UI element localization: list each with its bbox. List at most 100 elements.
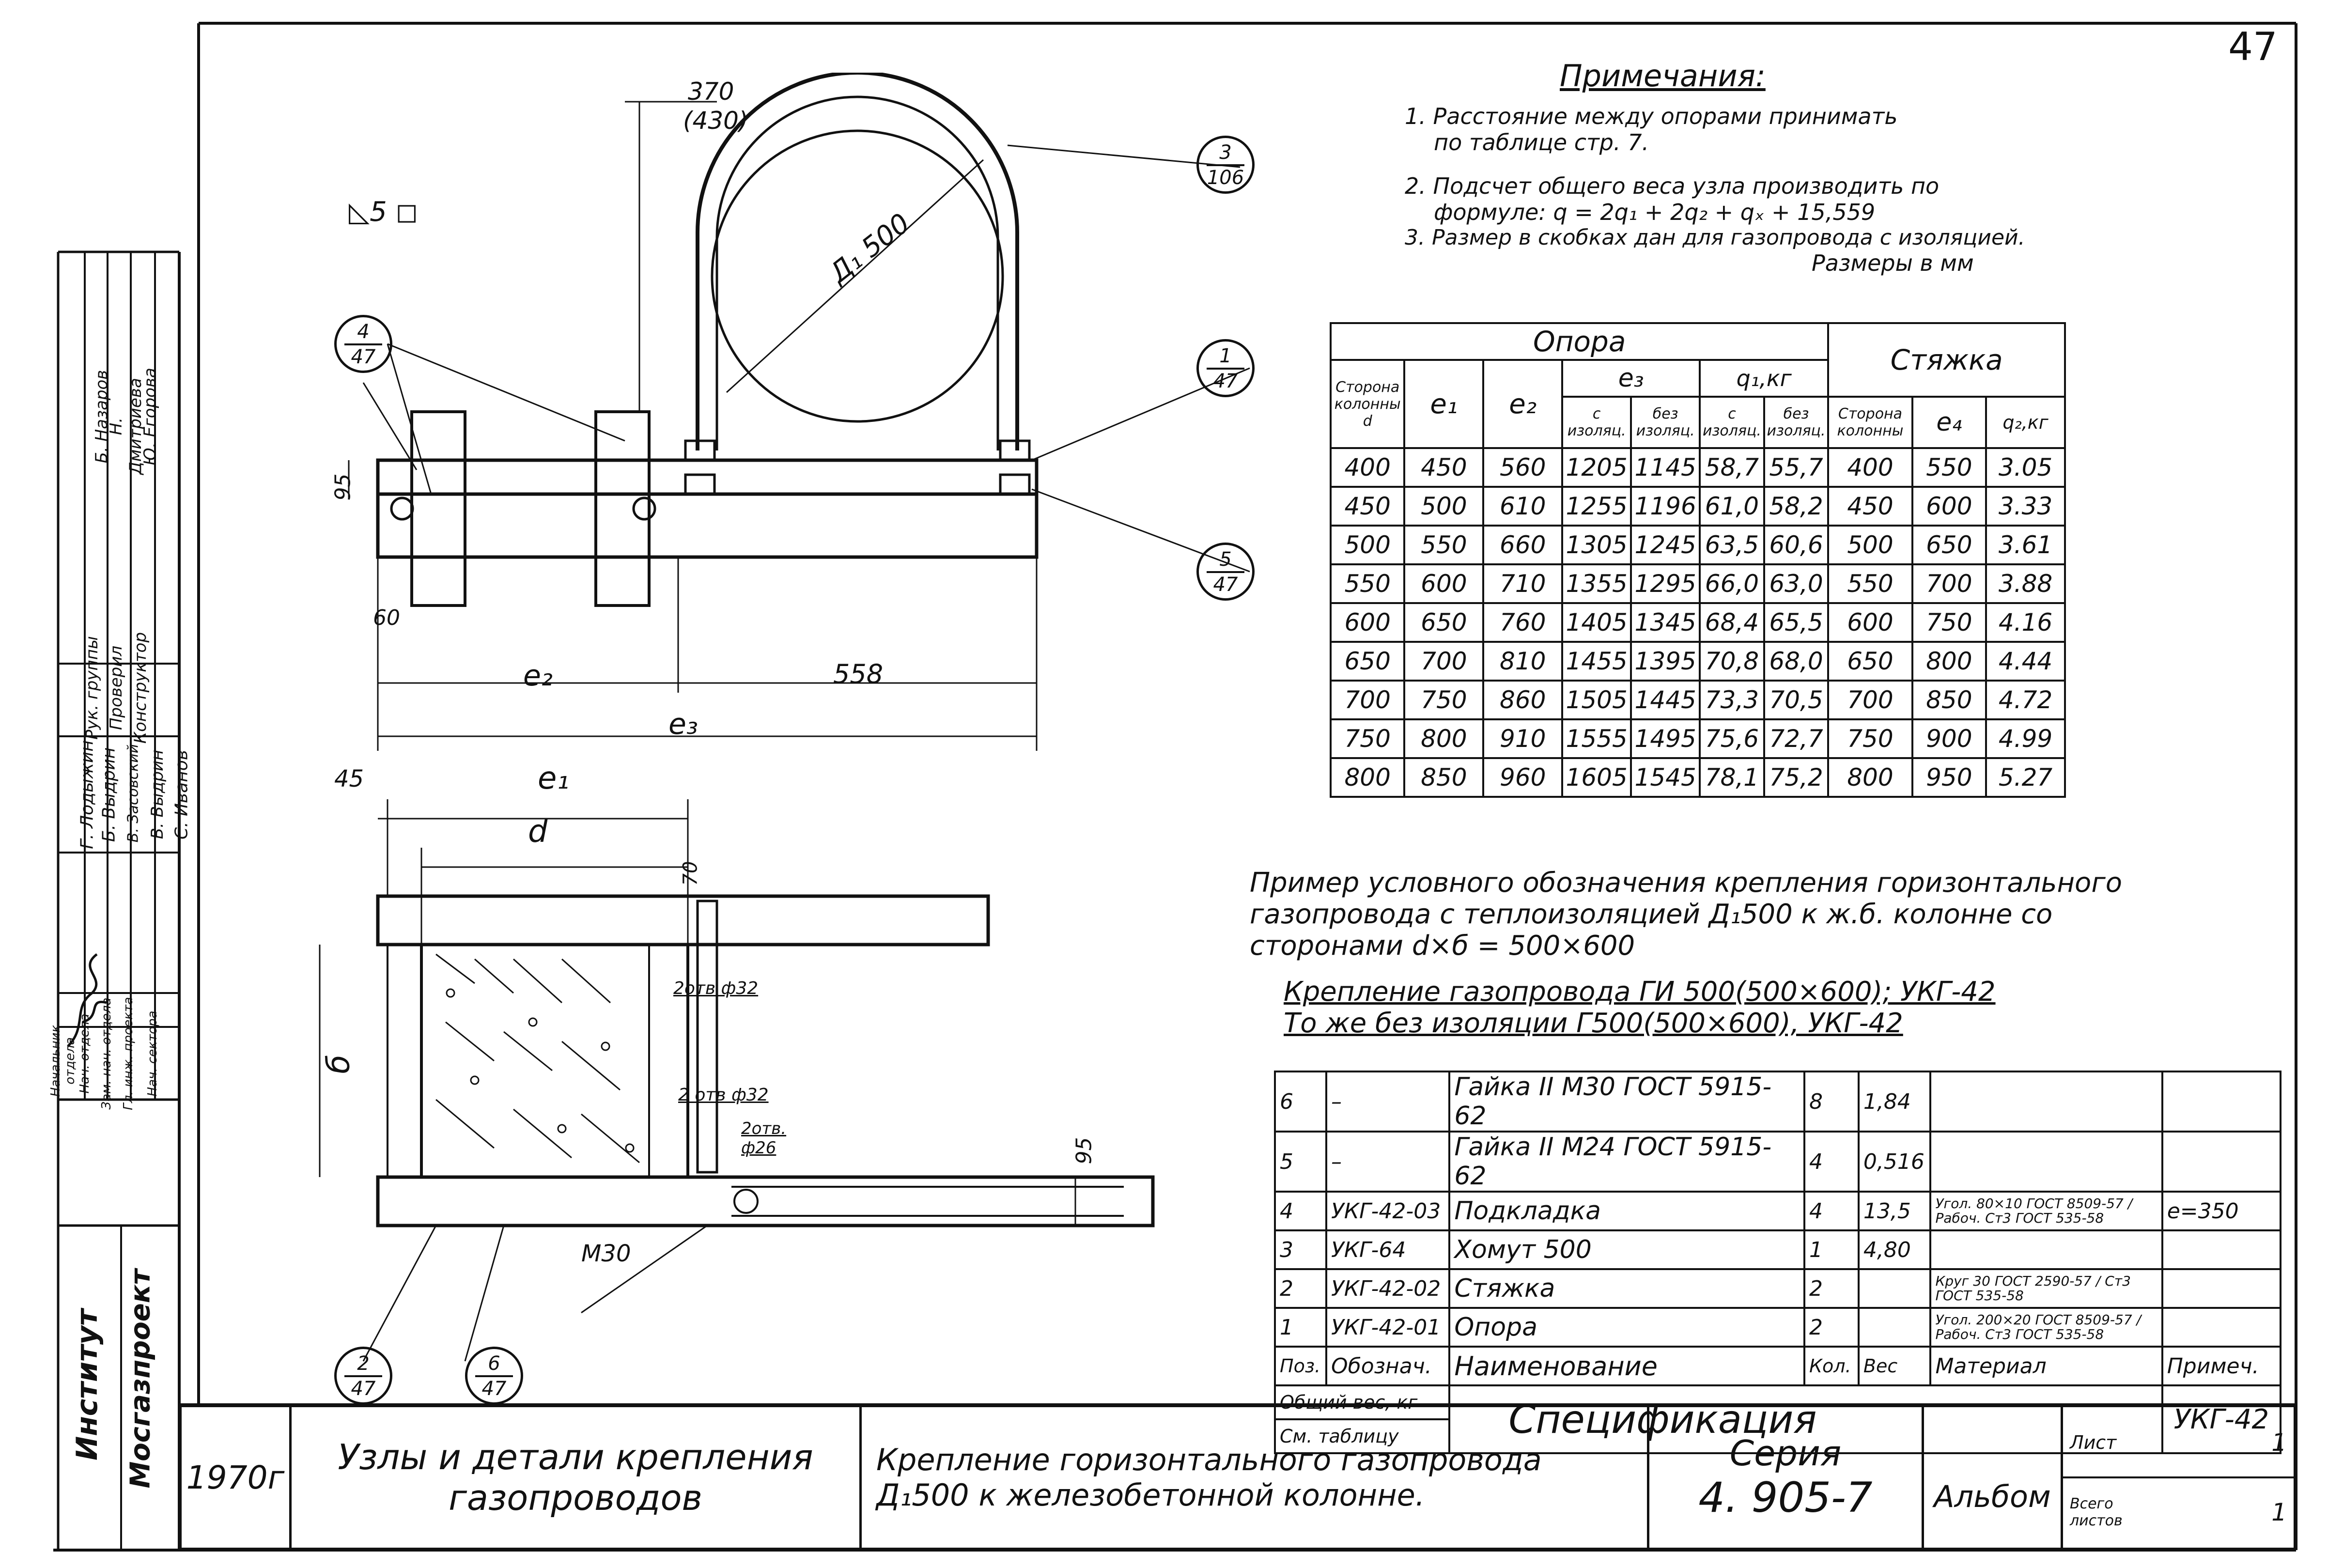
spec-cell-weight: 1,84	[1857, 1071, 1932, 1133]
table-cell: 560	[1482, 447, 1564, 488]
table-cell: 610	[1482, 486, 1564, 527]
table-cell: 750	[1403, 680, 1485, 720]
sheet-label: Лист	[2070, 1432, 2117, 1453]
notes-title: Примечания:	[1560, 58, 1766, 93]
header-q1-without: без изоляц.	[1763, 396, 1830, 449]
dim-e1: e₁	[538, 761, 570, 796]
stamp-person-2: Н. Дмитриева	[107, 378, 145, 475]
sheet-cell: Лист 1 Всего листов 1	[2061, 1405, 2296, 1550]
spec-head-material: Материал	[1929, 1346, 2163, 1386]
plan-bottom-beam	[376, 1175, 1155, 1227]
spec-cell-material: Угол. 200×20 ГОСТ 8509-57 / Рабоч. Ст3 Г…	[1929, 1307, 2163, 1348]
table-cell: 1555	[1561, 718, 1632, 759]
stamp-role-4: Гл. инж. проекта	[121, 997, 136, 1110]
table-cell: 75,2	[1763, 757, 1830, 798]
header-e3-with: с изоляц.	[1561, 396, 1632, 449]
stamp-function-2: Проверил	[107, 645, 126, 730]
header-e4: e₄	[1911, 396, 1987, 449]
example-designation: Пример условного обозначения крепления г…	[1250, 867, 2267, 1039]
weld-symbol: ◺5 ◻	[349, 196, 418, 228]
drawing-name-1: Крепление горизонтального газопровода	[876, 1442, 1542, 1477]
example-line-5: То же без изоляции Г500(500×600), УКГ-42	[1284, 1008, 1903, 1039]
header-q2: q₂,кг	[1985, 396, 2066, 449]
callout-4-47: 4 47	[334, 315, 392, 373]
table-cell: 1205	[1561, 447, 1632, 488]
table-cell: 70,8	[1699, 641, 1765, 682]
spec-cell-note	[2161, 1131, 2282, 1193]
series-name-1: Узлы и детали крепления	[338, 1437, 813, 1477]
spec-head-pos: Поз.	[1274, 1346, 1327, 1386]
table-cell: 1245	[1630, 525, 1701, 565]
assembly-drawing	[319, 73, 1250, 1362]
spec-cell-material: Круг 30 ГОСТ 2590-57 / Ст3 ГОСТ 535-58	[1929, 1268, 2163, 1309]
callout-sheet: 47	[1213, 574, 1238, 596]
spec-cell-pos: 1	[1274, 1307, 1327, 1348]
callout-num: 3	[1207, 141, 1244, 166]
spec-cell-code: УКГ-64	[1325, 1229, 1451, 1270]
table-cell: 860	[1482, 680, 1564, 720]
table-cell: 4.72	[1985, 680, 2066, 720]
table-cell: 760	[1482, 602, 1564, 643]
table-cell: 700	[1329, 680, 1406, 720]
spec-cell-name: Хомут 500	[1448, 1229, 1805, 1270]
spec-cell-qty: 1	[1803, 1229, 1860, 1270]
drawing-name-cell: Крепление горизонтального газопровода Д₁…	[859, 1405, 1649, 1550]
concrete-hatch	[435, 953, 640, 1164]
callout-num: 6	[475, 1352, 513, 1377]
stamp-function-1: Рук. группы	[82, 636, 102, 740]
callout-sheet: 106	[1207, 167, 1244, 189]
spec-cell-material: Угол. 80×10 ГОСТ 8509-57 / Рабоч. Ст3 ГО…	[1929, 1191, 2163, 1231]
table-cell: 61,0	[1699, 486, 1765, 527]
spec-head-weight: Вес	[1857, 1346, 1932, 1386]
header-e1: e₁	[1403, 359, 1485, 449]
table-cell: 600	[1329, 602, 1406, 643]
spec-cell-pos: 3	[1274, 1229, 1327, 1270]
table-cell: 400	[1827, 447, 1913, 488]
table-cell: 1545	[1630, 757, 1701, 798]
spec-cell-name: Подкладка	[1448, 1191, 1805, 1231]
table-cell: 1145	[1630, 447, 1701, 488]
table-cell: 660	[1482, 525, 1564, 565]
spec-cell-pos: 4	[1274, 1191, 1327, 1231]
table-cell: 1505	[1561, 680, 1632, 720]
institute-name: Мосгазпроект	[124, 1269, 156, 1489]
dimensions-table: Опора Стяжка Сторона колонны d e₁ e₂ e₃ …	[1329, 322, 2066, 798]
table-cell: 550	[1827, 563, 1913, 604]
table-cell: 800	[1827, 757, 1913, 798]
dim-95-bottom: 95	[1071, 1137, 1097, 1164]
notes: Примечания: 1. Расстояние между опорами …	[1405, 58, 2228, 276]
table-cell: 450	[1329, 486, 1406, 527]
note-line-4: формуле: q = 2q₁ + 2q₂ + qₓ + 15,559	[1434, 199, 1876, 225]
table-cell: 810	[1482, 641, 1564, 682]
callout-num: 2	[344, 1352, 382, 1377]
header-side: Сторона колонны d	[1329, 359, 1406, 449]
table-cell: 4.16	[1985, 602, 2066, 643]
stamp-name-1: Г. Лодыжин	[77, 740, 97, 849]
callout-num: 1	[1207, 344, 1244, 370]
total-number: 1	[2271, 1498, 2287, 1526]
spec-cell-qty: 2	[1803, 1268, 1860, 1309]
spec-cell-weight	[1857, 1307, 1932, 1348]
dim-45: 45	[334, 765, 364, 792]
plan-top-beam	[376, 894, 990, 947]
spec-cell-material	[1929, 1071, 2163, 1133]
table-cell: 700	[1827, 680, 1913, 720]
hole-label-3: 2отв. ф26	[741, 1119, 787, 1158]
spec-head-name: Наименование	[1448, 1346, 1805, 1386]
pad-right	[594, 410, 651, 607]
header-q1-with: с изоляц.	[1699, 396, 1765, 449]
spec-cell-code: УКГ-42-03	[1325, 1191, 1451, 1231]
table-cell: 750	[1911, 602, 1987, 643]
dim-e2: e₂	[523, 659, 553, 693]
table-cell: 3.33	[1985, 486, 2066, 527]
table-cell: 960	[1482, 757, 1564, 798]
